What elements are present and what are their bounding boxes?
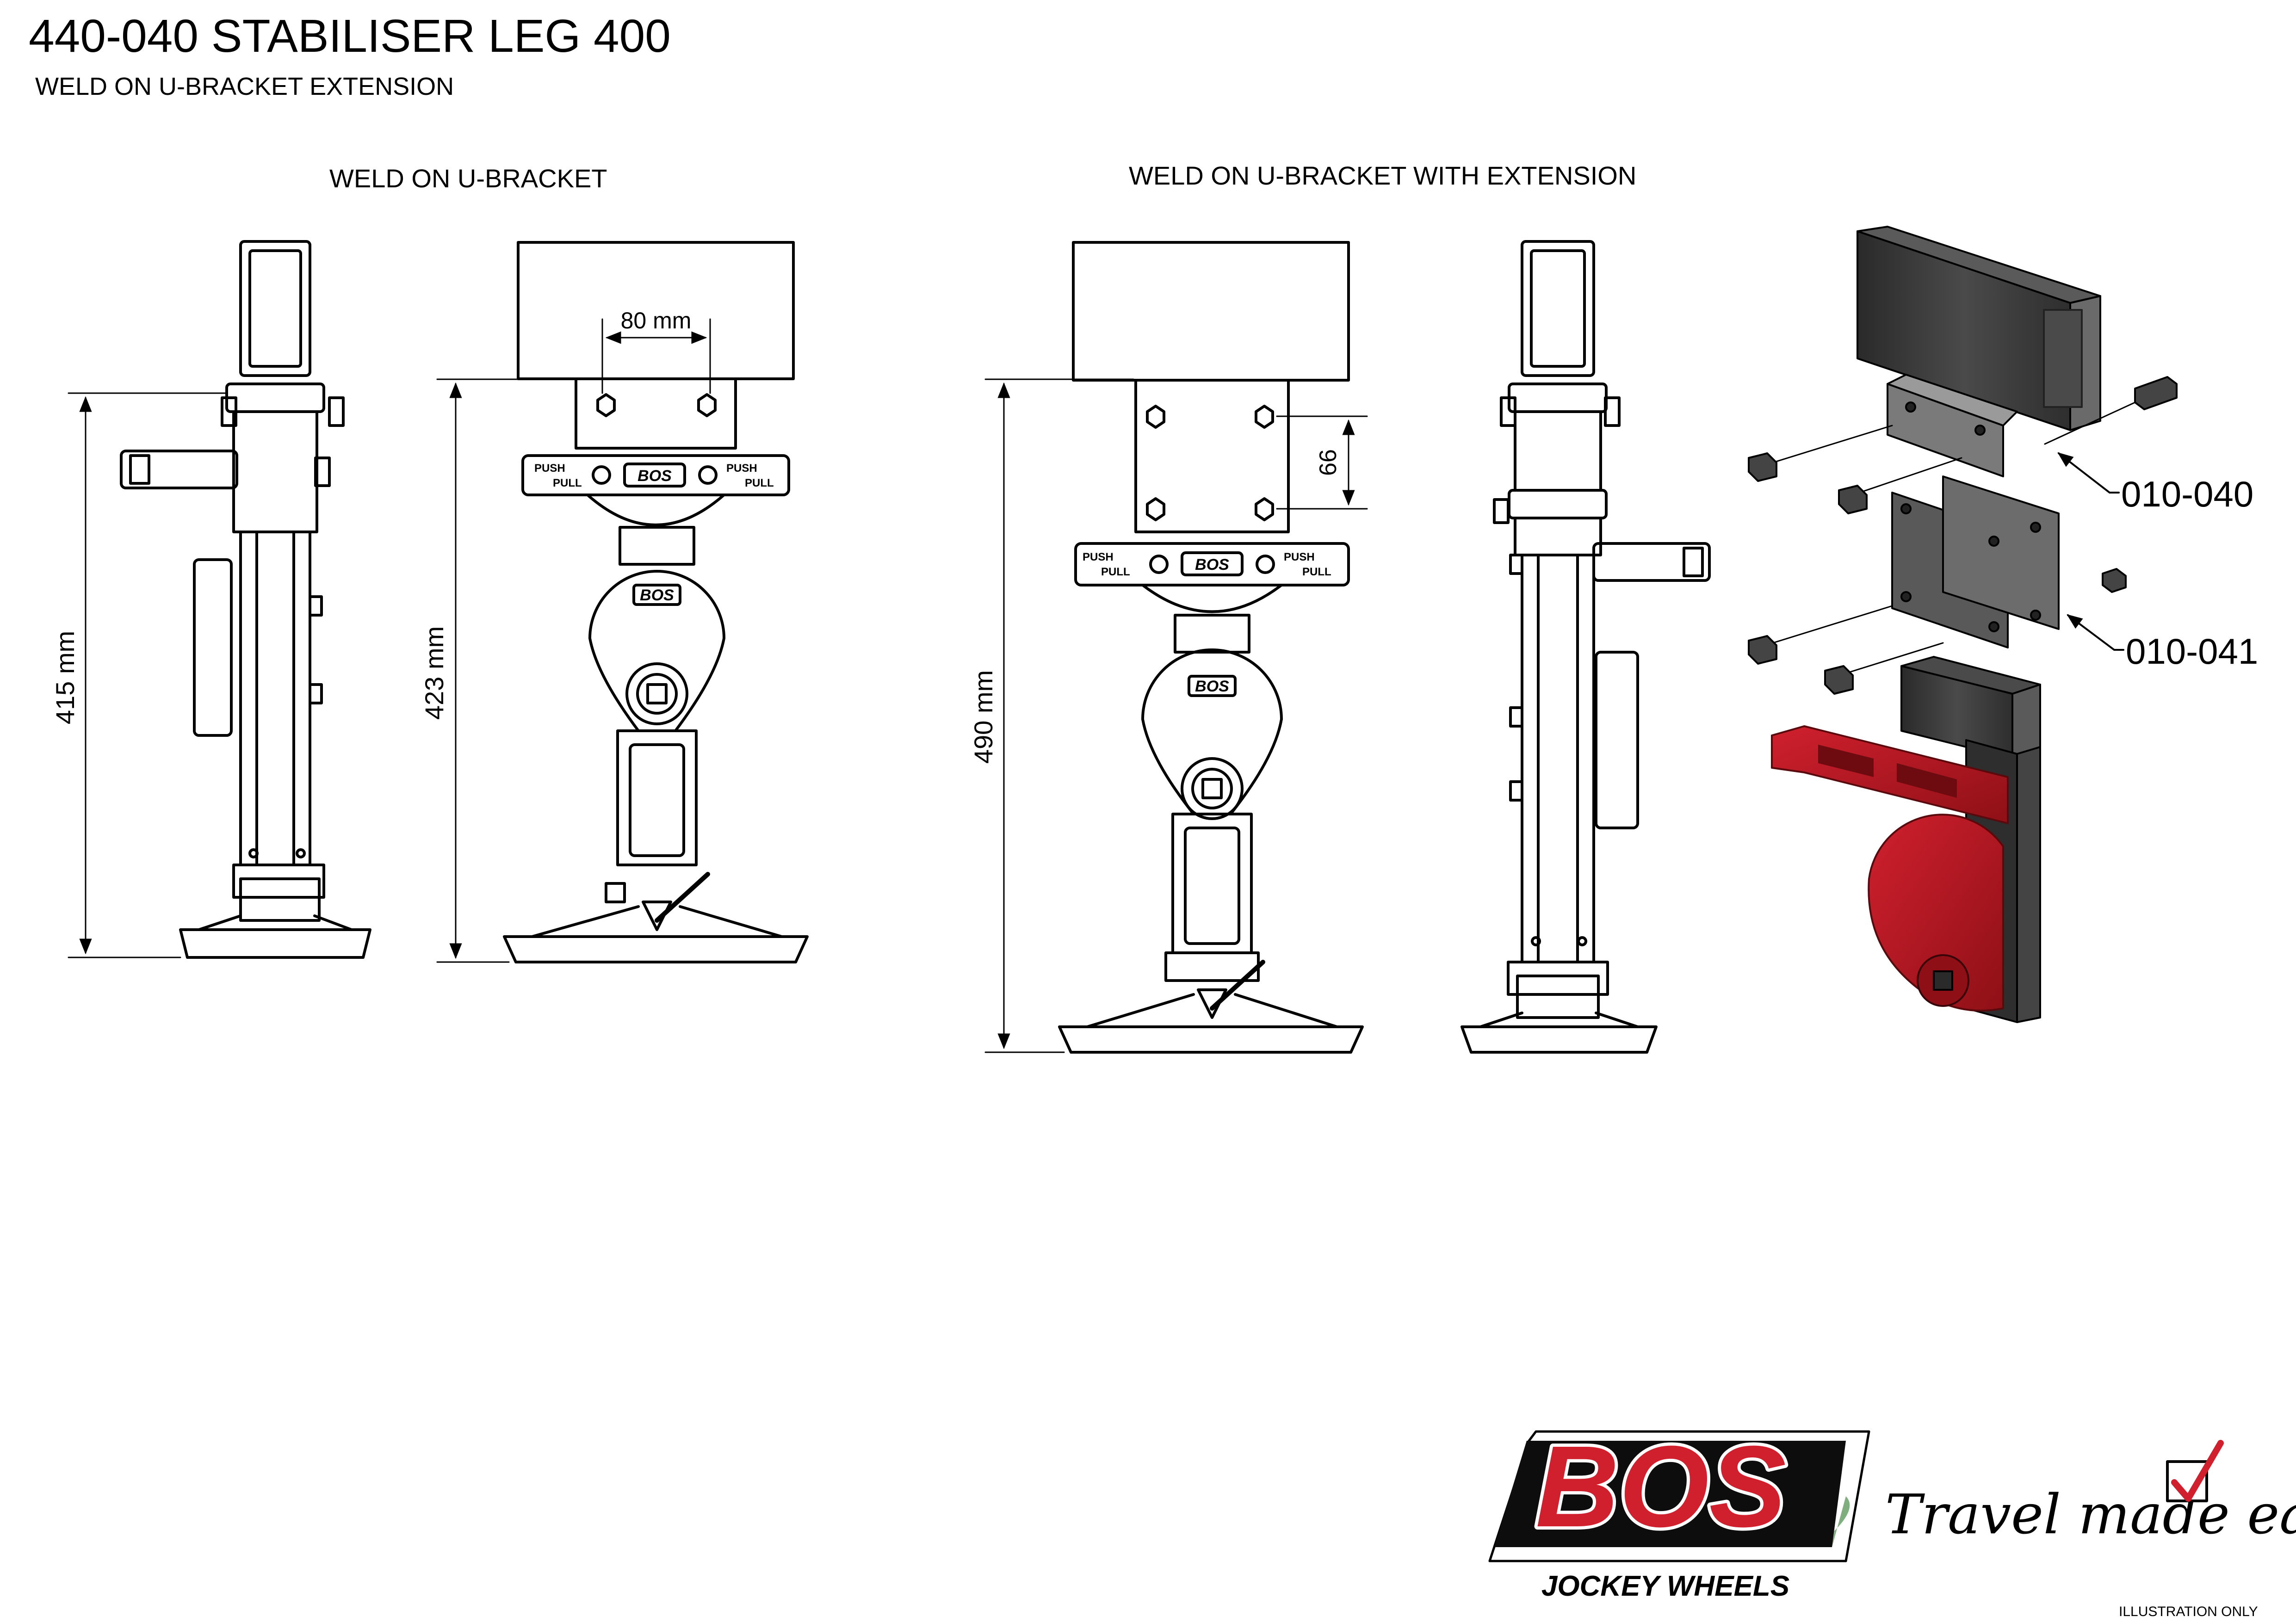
dimension-423 (436, 378, 575, 963)
page-title: 440-040 STABILISER LEG 400 (29, 10, 671, 62)
illustration-only-note: ILLUSTRATION ONLY (2119, 1604, 2258, 1619)
logo-tagline: Travel made easy (1885, 1482, 2296, 1546)
pull-label-a: PULL (553, 477, 582, 489)
dimension-490 (984, 378, 1134, 1053)
side-view-a (120, 240, 371, 959)
page-subtitle: WELD ON U-BRACKET EXTENSION (35, 73, 454, 100)
view-label-weld-on-u-bracket: WELD ON U-BRACKET (329, 164, 607, 193)
pull-label-b: PULL (745, 477, 774, 489)
bos-mark-b2: BOS (1195, 678, 1229, 695)
pull-label-c: PULL (1101, 566, 1130, 578)
dimension-label-490: 490 mm (969, 670, 998, 764)
dimension-label-415: 415 mm (50, 631, 80, 724)
view-label-with-extension: WELD ON U-BRACKET WITH EXTENSION (1129, 161, 1637, 190)
logo-product: JOCKEY WHEELS (1541, 1570, 1789, 1602)
push-label-a: PUSH (534, 462, 565, 475)
front-view-b (1058, 241, 1364, 1054)
checkbox-icon (2166, 1440, 2224, 1502)
push-label-d: PUSH (1284, 551, 1315, 563)
side-view-b (1461, 240, 1711, 1054)
dimension-label-66: 66 (1315, 449, 1342, 476)
isometric-exploded-view (1748, 226, 2178, 1023)
callout-010-040: 010-040 (2121, 474, 2253, 514)
bos-logo (1488, 1430, 1870, 1562)
dimension-80 (601, 318, 711, 394)
pull-label-d: PULL (1302, 566, 1331, 578)
dimension-415 (68, 392, 228, 958)
push-label-b: PUSH (726, 462, 757, 475)
callout-leaders (2057, 452, 2124, 651)
bos-mark-a2: BOS (640, 586, 674, 604)
front-view-a (503, 241, 809, 963)
bos-mark-b1: BOS (1195, 556, 1229, 574)
dimension-label-423: 423 mm (420, 626, 449, 720)
dimension-66 (1276, 415, 1368, 510)
callout-010-041: 010-041 (2126, 631, 2258, 672)
bos-mark-a1: BOS (637, 467, 672, 485)
push-label-c: PUSH (1083, 551, 1114, 563)
logo-brand: BOS (1535, 1422, 1786, 1551)
dimension-label-80: 80 mm (621, 308, 692, 333)
